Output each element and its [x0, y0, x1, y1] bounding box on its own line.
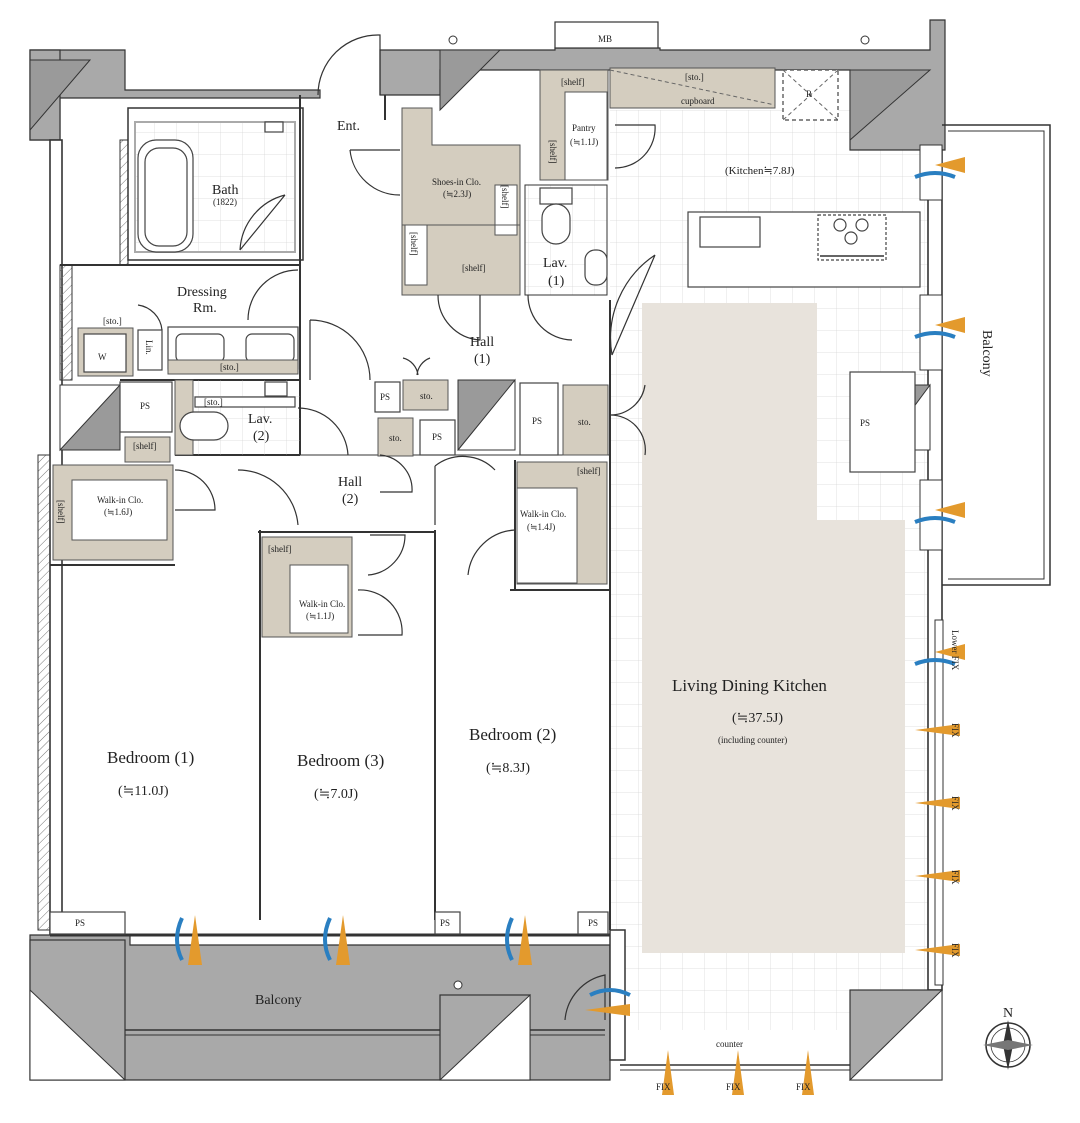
- balcony-bottom-name: Balcony: [255, 993, 302, 1008]
- ps-label-center-2: PS: [432, 432, 442, 442]
- wic-3-area: (≒1.1J): [306, 611, 334, 621]
- bedroom-2-name: Bedroom (2): [469, 725, 556, 744]
- bedroom-3-name: Bedroom (3): [297, 751, 384, 770]
- pantry-shelf-label: [shelf]: [561, 77, 585, 87]
- fix-label-right-1: FIX: [950, 723, 960, 738]
- fixture-labels: MB cupboard [sto.] R [shelf] [shelf] [sh…: [56, 34, 960, 1092]
- lav-2-name: Lav.: [248, 412, 272, 427]
- lav-1-num: (1): [548, 274, 565, 289]
- bath-fixtures: [77, 121, 299, 377]
- sto-label-1: sto.: [420, 391, 433, 401]
- wic-1-shelf-label-2: [shelf]: [56, 500, 66, 524]
- walk-in-closets: [52, 436, 608, 638]
- wic-2-name: Walk-in Clo.: [520, 509, 566, 519]
- hall-1-name: Hall: [470, 335, 494, 350]
- lav-2-fixtures: [174, 379, 301, 456]
- entrance-name: Ent.: [337, 119, 360, 134]
- bath-size: (1822): [213, 197, 237, 207]
- linen-label: Lin.: [144, 340, 154, 355]
- pantry-name: Pantry: [572, 123, 596, 133]
- dressing-sto-label-1: [sto.]: [103, 316, 122, 326]
- ps-label-left: PS: [140, 401, 150, 411]
- room-labels: Living Dining Kitchen (≒37.5J) (includin…: [97, 119, 994, 1008]
- fridge-label: R: [806, 89, 812, 99]
- bottom-ps: [49, 911, 609, 935]
- hall-2-num: (2): [342, 492, 359, 507]
- balcony-right-name: Balcony: [979, 330, 994, 377]
- ps-label-center-3: PS: [532, 416, 542, 426]
- dressing-name-2: Rm.: [193, 301, 217, 316]
- hall-1-num: (1): [474, 352, 491, 367]
- lower-fix-label: Lower FIX: [950, 630, 960, 671]
- fix-label-bottom-3: FIX: [796, 1082, 811, 1092]
- kitchen-sto-label: [sto.]: [685, 72, 704, 82]
- pantry-area: (≒1.1J): [570, 137, 598, 147]
- ldk-note: (including counter): [718, 735, 787, 745]
- counter-label: counter: [716, 1039, 743, 1049]
- mb-label: MB: [598, 34, 612, 44]
- lav-2-num: (2): [253, 429, 270, 444]
- compass-north-label: N: [1003, 1006, 1013, 1021]
- ps-label-bottom-3: PS: [588, 918, 598, 928]
- shoes-shelf-label-2: [shelf]: [409, 232, 419, 256]
- ps-label-center-1: PS: [380, 392, 390, 402]
- ldk-name: Living Dining Kitchen: [672, 676, 827, 695]
- bath-name: Bath: [212, 183, 238, 198]
- shoes-shelf-label-1: [shelf]: [500, 185, 510, 209]
- wic-1-shelf-label-1: [shelf]: [133, 441, 157, 451]
- bedroom-1-area: (≒11.0J): [118, 784, 169, 799]
- wic-2-shelf-label: [shelf]: [577, 466, 601, 476]
- dressing-name-1: Dressing: [177, 285, 227, 300]
- cupboard-label: cupboard: [681, 96, 715, 106]
- bedroom-1-name: Bedroom (1): [107, 748, 194, 767]
- fix-label-bottom-2: FIX: [726, 1082, 741, 1092]
- dressing-sto-label-2: [sto.]: [220, 362, 239, 372]
- lav-2-sto-label: [sto.]: [204, 397, 223, 407]
- ldk-highlight-area: [642, 303, 905, 953]
- fix-label-right-3: FIX: [950, 870, 960, 885]
- pantry-shelf-label-2: [shelf]: [548, 140, 558, 164]
- center-storage: [119, 371, 916, 473]
- fix-label-right-2: FIX: [950, 796, 960, 811]
- wic-1-name: Walk-in Clo.: [97, 495, 143, 505]
- ps-label-bottom-1: PS: [75, 918, 85, 928]
- doors: [137, 34, 656, 1021]
- lav-1-name: Lav.: [543, 256, 567, 271]
- sto-label-3: sto.: [578, 417, 591, 427]
- hall-2-name: Hall: [338, 475, 362, 490]
- lav-1-fixtures: [524, 184, 608, 296]
- ps-label-bottom-2: PS: [440, 918, 450, 928]
- bedroom-3-area: (≒7.0J): [314, 787, 358, 802]
- kitchen-name: (Kitchen≒7.8J): [725, 165, 795, 177]
- fix-label-right-4: FIX: [950, 943, 960, 958]
- wic-2-area: (≒1.4J): [527, 522, 555, 532]
- wic-3-shelf-label: [shelf]: [268, 544, 292, 554]
- ldk-area: (≒37.5J): [732, 711, 783, 726]
- north-compass: N: [983, 1006, 1033, 1070]
- fix-label-bottom-1: FIX: [656, 1082, 671, 1092]
- bedroom-2-area: (≒8.3J): [486, 761, 530, 776]
- shoes-shelf-label-3: [shelf]: [462, 263, 486, 273]
- ventilation-arrows: [175, 157, 965, 1095]
- shoes-closet-area: (≒2.3J): [443, 189, 471, 199]
- sto-label-2: sto.: [389, 433, 402, 443]
- washer-label: W: [98, 352, 107, 362]
- wic-3-name: Walk-in Clo.: [299, 599, 345, 609]
- kitchen-area: [539, 67, 921, 288]
- shoes-closet: [401, 107, 521, 296]
- ps-label-right: PS: [860, 418, 870, 428]
- shoes-closet-name: Shoes-in Clo.: [432, 177, 481, 187]
- wic-1-area: (≒1.6J): [104, 507, 132, 517]
